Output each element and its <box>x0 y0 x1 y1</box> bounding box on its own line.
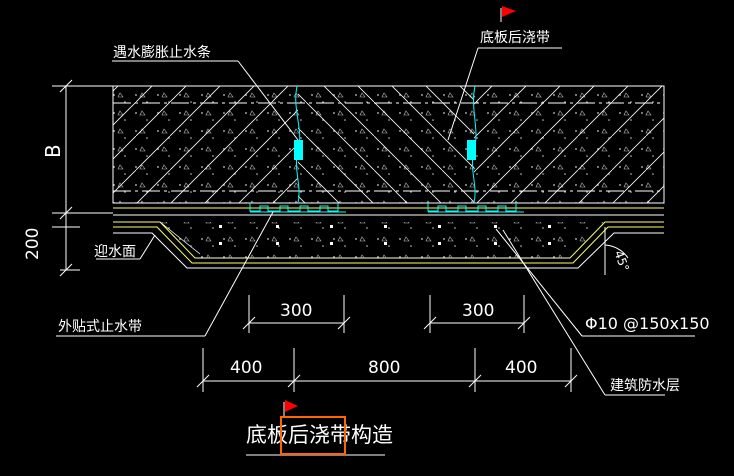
external-waterstop-label: 外贴式止水带 <box>58 319 142 335</box>
drawing-title: 底板后浇带构造 <box>246 416 393 456</box>
svg-text:底板后浇带构造: 底板后浇带构造 <box>246 423 393 447</box>
red-flag-title-icon <box>283 400 298 416</box>
rebar-dots-top <box>219 225 551 228</box>
rebar-dots-bottom <box>219 242 551 245</box>
leader-lines <box>56 47 695 396</box>
slab-body <box>112 85 665 204</box>
red-flag-top-icon <box>500 6 516 22</box>
dim-200-label: 200 <box>23 228 43 260</box>
swelling-strip-right <box>467 140 476 160</box>
post-pour-strip-label: 底板后浇带 <box>480 30 550 46</box>
dim-b-label: B <box>41 144 65 158</box>
dim-300-right: 300 <box>462 301 494 321</box>
horizontal-dimensions <box>196 295 578 392</box>
title-highlight-box <box>280 416 346 455</box>
water-face-label: 迎水面 <box>94 244 136 260</box>
construction-joints <box>249 85 524 213</box>
swelling-strip-label: 遇水膨胀止水条 <box>113 44 211 61</box>
waterproof-layer-label: 建筑防水层 <box>610 378 680 394</box>
swelling-strip-left <box>294 140 303 160</box>
lower-layers <box>113 202 664 269</box>
title-part2: 后浇带 <box>288 423 351 447</box>
angle-mark <box>604 227 629 275</box>
dim-300-left: 300 <box>280 301 312 321</box>
dim-400-right: 400 <box>505 358 537 378</box>
rebar-spec-label: Φ10 @150x150 <box>585 314 710 333</box>
title-part3: 构造 <box>351 423 393 447</box>
dim-400-left: 400 <box>230 358 262 378</box>
vertical-dimensions <box>52 79 113 277</box>
dim-800: 800 <box>368 358 400 378</box>
angle-label: 45° <box>611 249 631 274</box>
